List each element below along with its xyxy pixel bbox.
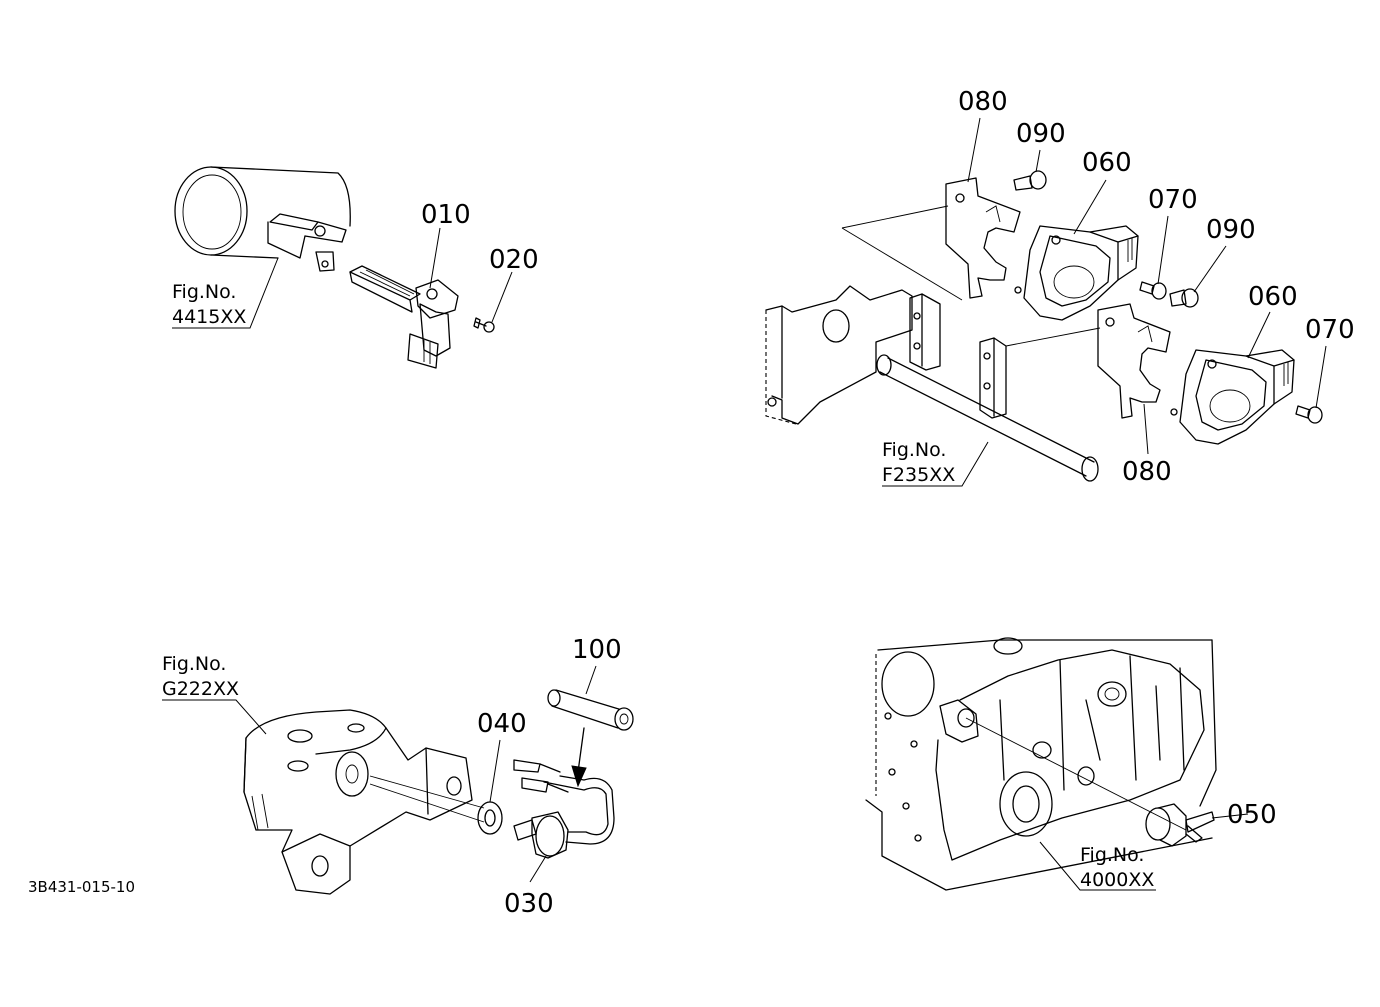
leader-070-lower <box>1315 345 1327 409</box>
bracket-080-lower-drawing <box>1097 303 1171 419</box>
washer-040-drawing <box>477 801 503 835</box>
screw-090-lower-drawing <box>1169 288 1199 308</box>
fig-ref-G222-number: G222XX <box>162 678 239 700</box>
sensor-060-upper-drawing <box>1014 225 1139 321</box>
part-label-090-upper: 090 <box>1016 119 1066 149</box>
fig-ref-4000-number: 4000XX <box>1080 869 1154 891</box>
fig-ref-G222-label: Fig.No. <box>162 653 226 675</box>
leader-fig-4415 <box>172 257 279 329</box>
screw-070-upper-drawing <box>1139 281 1167 300</box>
part-label-080-lower: 080 <box>1122 457 1172 487</box>
leader-060-lower <box>1247 311 1271 359</box>
screw-090-upper-drawing <box>1013 170 1047 191</box>
leader-030 <box>529 855 547 883</box>
fig-ref-F235-number: F235XX <box>882 464 955 486</box>
leader-020 <box>491 271 513 323</box>
leader-060-upper <box>1073 179 1107 235</box>
install-arrow <box>571 727 587 788</box>
part-label-050: 050 <box>1227 800 1277 830</box>
housing-drawing <box>243 709 485 895</box>
switch-050-drawing <box>1145 803 1215 847</box>
sensor-060-lower-drawing <box>1170 349 1295 445</box>
screw-070-lower-drawing <box>1295 405 1323 424</box>
assembly-bracket-sensors <box>765 117 1327 487</box>
sleeve-100-drawing <box>547 689 634 731</box>
leader-080-upper <box>967 117 981 183</box>
leader-fig-F235 <box>882 441 989 487</box>
leader-fig-4000 <box>1039 841 1156 891</box>
assembly-sensor-tube <box>172 166 513 369</box>
leader-080-lower <box>1143 403 1149 455</box>
bracket-080-upper-drawing <box>945 177 1021 299</box>
leader-090-upper <box>1035 149 1041 173</box>
switch-030-drawing <box>513 759 615 859</box>
part-number-labels: 010 020 030 040 050 060 060 070 070 080 … <box>421 87 1355 919</box>
screw-020-drawing <box>473 317 495 333</box>
leader-050 <box>1211 813 1249 819</box>
part-label-060-lower: 060 <box>1248 282 1298 312</box>
part-label-100: 100 <box>572 635 622 665</box>
part-label-040: 040 <box>477 709 527 739</box>
part-label-070-lower: 070 <box>1305 315 1355 345</box>
sensor-010-drawing <box>349 265 459 369</box>
part-label-020: 020 <box>489 245 539 275</box>
part-label-070-upper: 070 <box>1148 185 1198 215</box>
fig-ref-4000-label: Fig.No. <box>1080 844 1144 866</box>
fig-ref-4415-label: Fig.No. <box>172 281 236 303</box>
part-label-080-upper: 080 <box>958 87 1008 117</box>
leader-fig-G222 <box>162 699 267 735</box>
assembly-housing-switch <box>162 665 634 895</box>
part-label-060-upper: 060 <box>1082 148 1132 178</box>
mount-plate-drawing <box>765 205 1101 482</box>
fig-ref-F235-label: Fig.No. <box>882 439 946 461</box>
part-label-010: 010 <box>421 200 471 230</box>
leader-100 <box>585 665 597 695</box>
engine-block-drawing <box>865 637 1217 891</box>
tube-drawing <box>174 166 351 272</box>
leader-090-lower <box>1193 245 1227 293</box>
figure-reference-labels: Fig.No. 4415XX Fig.No. F235XX Fig.No. G2… <box>162 281 1154 891</box>
leader-040 <box>489 739 501 803</box>
assembly-engine-block <box>865 637 1249 891</box>
leader-070-upper <box>1157 215 1169 285</box>
fig-ref-4415-number: 4415XX <box>172 306 246 328</box>
part-label-090-lower: 090 <box>1206 215 1256 245</box>
part-label-030: 030 <box>504 889 554 919</box>
drawing-number: 3B431-015-10 <box>28 878 135 896</box>
leader-010 <box>429 227 441 289</box>
